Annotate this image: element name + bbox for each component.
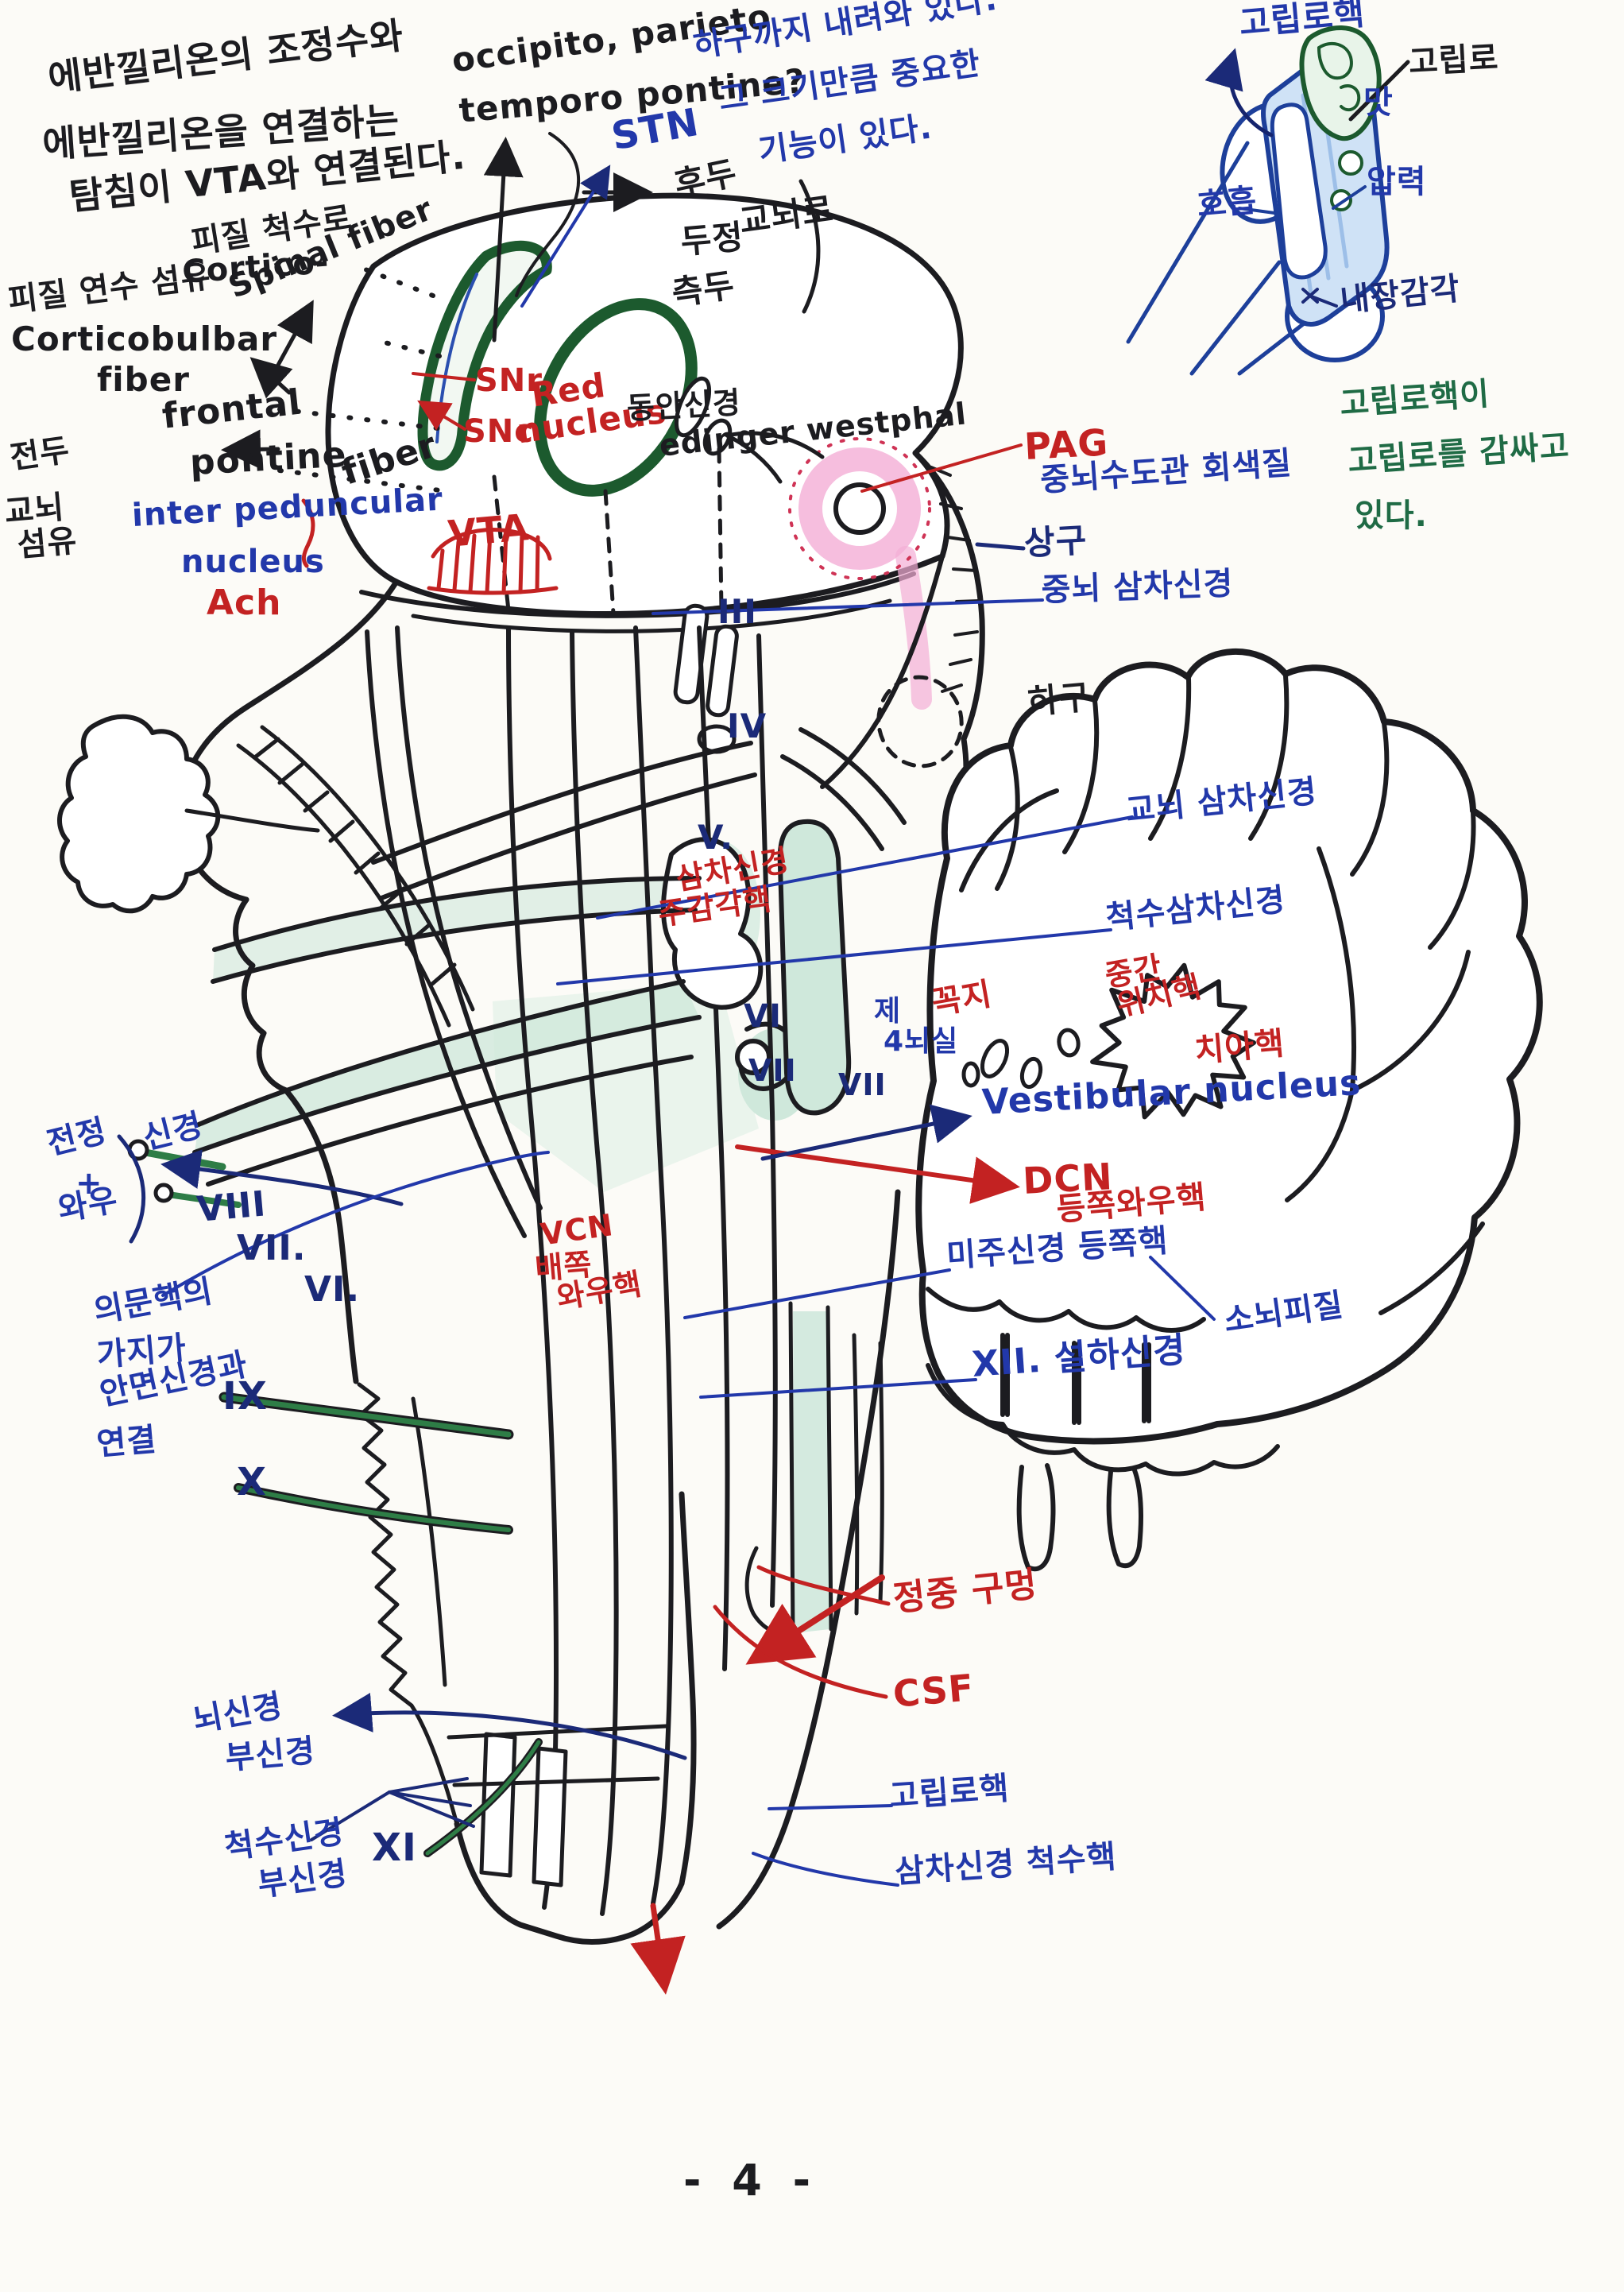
pons-medulla-group: [56, 581, 907, 1945]
leader-midbrain-trigeminal: [652, 598, 1044, 615]
inset-x-mark: [1301, 288, 1319, 304]
cochlear-bundles: [192, 876, 702, 1187]
solitary-inset-group: [1126, 25, 1410, 376]
accessory-nerve: [423, 1738, 543, 1857]
vta-left-squiggle: [301, 498, 315, 568]
leader-trigeminal-spinal-bottom: [752, 1852, 899, 1887]
vagus-nerve: [234, 1483, 513, 1535]
inferior-colliculus-dashed: [876, 675, 964, 769]
inset-leader-respiration: [1238, 207, 1276, 215]
leader-superior-colliculus: [975, 542, 1026, 551]
leader-cn12: [699, 1378, 977, 1399]
inset-leader-pressure: [1332, 185, 1367, 210]
dentate-nucleus: [1090, 962, 1256, 1120]
vta-hatch: [301, 498, 559, 595]
arrow-csf-flow: [630, 1903, 686, 1995]
leader-csf: [713, 1605, 888, 1699]
leader-spinal-accessory: [310, 1777, 475, 1841]
leader-lines: [117, 132, 1216, 1995]
leader-spinal-trigeminal: [556, 928, 1112, 985]
leader-ambiguus: [161, 1151, 550, 1297]
vagal-trigone: [926, 1287, 1280, 1572]
inferior-olive: [357, 1382, 459, 1826]
leader-pag: [860, 443, 1023, 493]
fourth-ventricle: [777, 819, 852, 1116]
leader-solitary-bottom: [768, 1804, 893, 1810]
leader-cerebellar-cortex: [1149, 1256, 1216, 1321]
arrow-corticospinal: [269, 300, 314, 379]
pag-highlight: [725, 431, 932, 710]
dashed-guides: [492, 447, 724, 616]
leader-pons-trigeminal: [596, 815, 1134, 920]
inset-tract-lines: [1126, 141, 1305, 376]
inset-arrow-to-label: [1204, 48, 1274, 137]
midbrain-group: [301, 192, 985, 846]
leader-snc: [417, 400, 466, 431]
arrow-frontal-pontine: [221, 429, 280, 470]
cerebellum-group: [915, 648, 1543, 1572]
longitudinal-tracts: [365, 625, 778, 1916]
folia-lines: [959, 673, 1485, 1315]
arrow-cranial-accessory: [332, 1693, 687, 1760]
bottom-fork: [447, 1724, 668, 1887]
colliculi-arc: [912, 450, 985, 742]
leader-stn: [520, 165, 611, 308]
leader-snr: [412, 372, 476, 381]
cn3-rootlets: [673, 603, 739, 718]
leader-median-aperture: [756, 1565, 891, 1606]
wavy-band: [236, 725, 475, 1028]
oculomotor-structure: [674, 376, 712, 438]
page-number: - 4 -: [683, 2155, 818, 2205]
leader-vagus-dorsal: [683, 1268, 951, 1319]
inset-leader-tract: [1348, 60, 1410, 122]
substantia-nigra: [417, 240, 552, 471]
arrow-corticobulbar: [249, 357, 293, 399]
bracket-vestibulocochlear: [117, 1134, 146, 1244]
deep-nuclei: [961, 1028, 1081, 1090]
cut-peduncle: [56, 714, 221, 914]
glossopharyngeal-nerve: [218, 1392, 514, 1440]
arrow-occipito: [483, 137, 524, 343]
leader-temporo: [515, 132, 581, 297]
arrow-vestibular: [760, 1104, 972, 1161]
cerebellum-outline: [915, 648, 1543, 1445]
bracket-lobes: [798, 179, 821, 314]
